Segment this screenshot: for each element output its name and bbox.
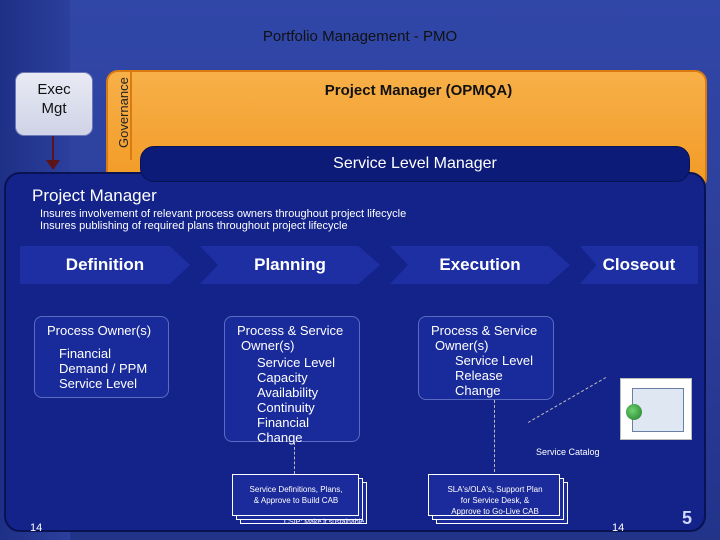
execution-deliverable-text: SLA's/OLA's, Support Plan for Service De…	[430, 484, 560, 517]
phase-planning: Planning	[200, 246, 380, 284]
definition-owner-item: Financial	[59, 346, 112, 361]
planning-deliverable-line2: & Approve to Build CAB	[253, 496, 339, 505]
exec-arrow-head	[46, 160, 60, 170]
corner-mark: 5	[682, 508, 693, 528]
execution-doc-stack-front	[428, 474, 560, 516]
governance-divider	[130, 72, 132, 160]
planning-owner-item: Continuity	[257, 400, 315, 415]
planning-owners-title-1: Process & Service	[237, 323, 344, 338]
project-manager-heading: Project Manager	[32, 186, 157, 205]
execution-owners-box: Process & Service Owner(s) Service Level…	[418, 316, 554, 400]
pm-bullet-2: Insures publishing of required plans thr…	[40, 220, 348, 232]
execution-owner-item: Change	[455, 383, 501, 398]
execution-deliverable-line1: SLA's/OLA's, Support Plan	[447, 485, 543, 494]
planning-deliverable-connector	[294, 442, 295, 474]
definition-owners-title: Process Owner(s)	[47, 323, 152, 338]
exec-line1: Exec	[37, 81, 71, 98]
exec-arrow-shaft	[52, 136, 54, 166]
planning-owner-item: Change	[257, 430, 303, 445]
footer-note: CSIP: Make it sustainable	[284, 519, 365, 526]
planning-owners-title-2: Owner(s)	[241, 338, 295, 353]
definition-owners-box: Process Owner(s) Financial Demand / PPM …	[34, 316, 169, 398]
page-number-right: 14	[612, 522, 625, 534]
planning-owner-item: Capacity	[257, 370, 308, 385]
execution-owners-title-1: Process & Service	[431, 323, 538, 338]
page-title: Portfolio Management - PMO	[262, 28, 458, 45]
service-level-manager-bar: Service Level Manager	[140, 146, 690, 182]
execution-owners-title-2: Owner(s)	[435, 338, 489, 353]
globe-icon	[626, 404, 642, 420]
exec-line2: Mgt	[41, 100, 67, 117]
phase-definition: Definition	[20, 246, 190, 284]
phase-execution: Execution	[390, 246, 570, 284]
planning-owner-item: Financial	[257, 415, 310, 430]
project-manager-opmqa-label: Project Manager (OPMQA)	[324, 82, 513, 99]
planning-doc-stack-front	[232, 474, 359, 516]
page-number-left: 14	[30, 522, 43, 534]
execution-deliverable-connector	[494, 400, 495, 472]
planning-owner-item: Availability	[257, 385, 319, 400]
phase-closeout: Closeout	[580, 246, 698, 284]
definition-owner-item: Demand / PPM	[59, 361, 148, 376]
execution-owner-item: Service Level	[455, 353, 534, 368]
planning-owners-box: Process & Service Owner(s) Service Level…	[224, 316, 360, 445]
planning-deliverable-text: Service Definitions, Plans, & Approve to…	[234, 484, 358, 506]
planning-deliverable-line1: Service Definitions, Plans,	[249, 485, 343, 494]
exec-mgt-box: Exec Mgt	[15, 72, 93, 136]
planning-owner-item: Service Level	[257, 355, 336, 370]
service-catalog-label: Service Catalog	[536, 447, 600, 457]
pm-bullet-1: Insures involvement of relevant process …	[40, 208, 407, 220]
execution-owner-item: Release	[455, 368, 503, 383]
definition-owner-item: Service Level	[59, 376, 138, 391]
execution-deliverable-line2: for Service Desk, &	[460, 496, 530, 505]
execution-deliverable-line3: Approve to Go-Live CAB	[451, 507, 539, 516]
